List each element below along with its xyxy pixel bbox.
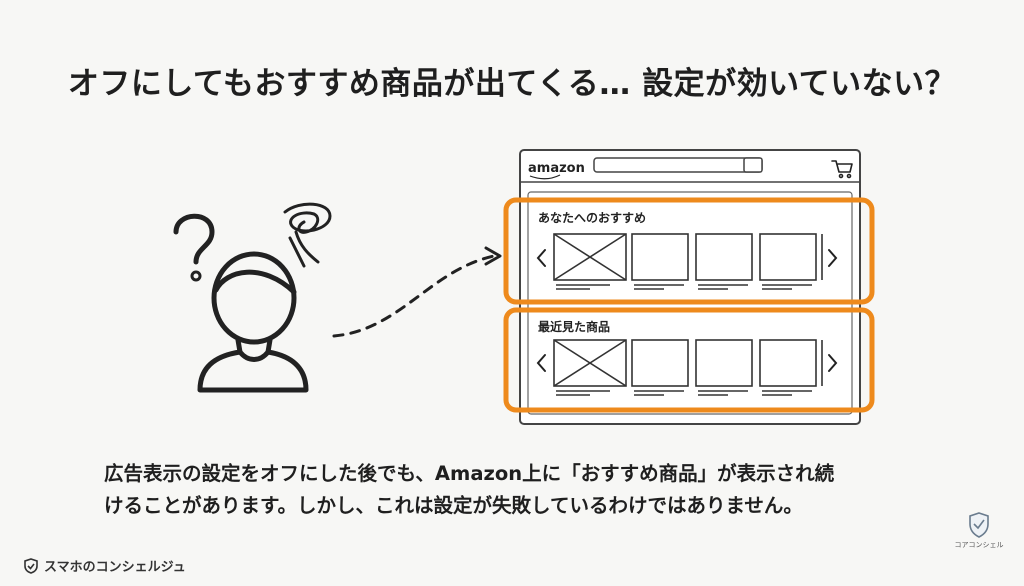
- amazon-logo: amazon: [528, 161, 585, 176]
- section-recommended-title: あなたへのおすすめ: [538, 211, 646, 225]
- chevron-right-icon[interactable]: [828, 354, 838, 372]
- product-tile[interactable]: [759, 233, 817, 281]
- person-icon: [197, 251, 309, 393]
- footer-brand: スマホのコンシェルジュ: [24, 556, 186, 575]
- shield-icon: [24, 557, 38, 574]
- page-title: オフにしてもおすすめ商品が出てくる… 設定が効いていない？: [67, 66, 957, 102]
- highlight-recently-viewed: [503, 307, 875, 413]
- caption-line-1: 広告表示の設定をオフにした後でも、Amazon上に「おすすめ商品」が表示され続: [104, 462, 835, 485]
- product-tile[interactable]: [759, 339, 817, 387]
- chevron-left-icon[interactable]: [536, 249, 546, 267]
- dashed-arrow: [332, 254, 496, 338]
- product-tile[interactable]: [553, 233, 627, 281]
- product-tile[interactable]: [695, 339, 753, 387]
- search-bar[interactable]: [593, 157, 763, 173]
- footer-brand-text: スマホのコンシェルジュ: [44, 560, 186, 575]
- chevron-left-icon[interactable]: [536, 354, 546, 372]
- product-text-lines: [556, 284, 812, 290]
- product-tile[interactable]: [631, 339, 689, 387]
- product-tile[interactable]: [631, 233, 689, 281]
- product-tile[interactable]: [695, 233, 753, 281]
- question-dot: [190, 270, 202, 282]
- caption-line-2: けることがあります。しかし、これは設定が失敗しているわけではありません。: [104, 494, 803, 517]
- caption: 広告表示の設定をオフにした後でも、Amazon上に「おすすめ商品」が表示され続 …: [104, 458, 944, 522]
- corner-logo: コアコンシェル: [954, 512, 1004, 550]
- search-button[interactable]: [743, 157, 763, 173]
- cart-icon[interactable]: [831, 160, 853, 179]
- section-recent-title: 最近見た商品: [538, 319, 610, 334]
- corner-logo-text: コアコンシェル: [954, 541, 1004, 549]
- arrow-head: [484, 246, 502, 266]
- amazon-smile: [529, 174, 561, 180]
- highlight-recommended: [503, 197, 875, 305]
- shield-icon: [969, 512, 989, 538]
- chevron-right-icon[interactable]: [828, 249, 838, 267]
- product-tile[interactable]: [553, 339, 627, 387]
- swirl-icon: [283, 202, 332, 268]
- product-text-lines: [556, 390, 812, 396]
- question-mark-icon: [173, 213, 215, 265]
